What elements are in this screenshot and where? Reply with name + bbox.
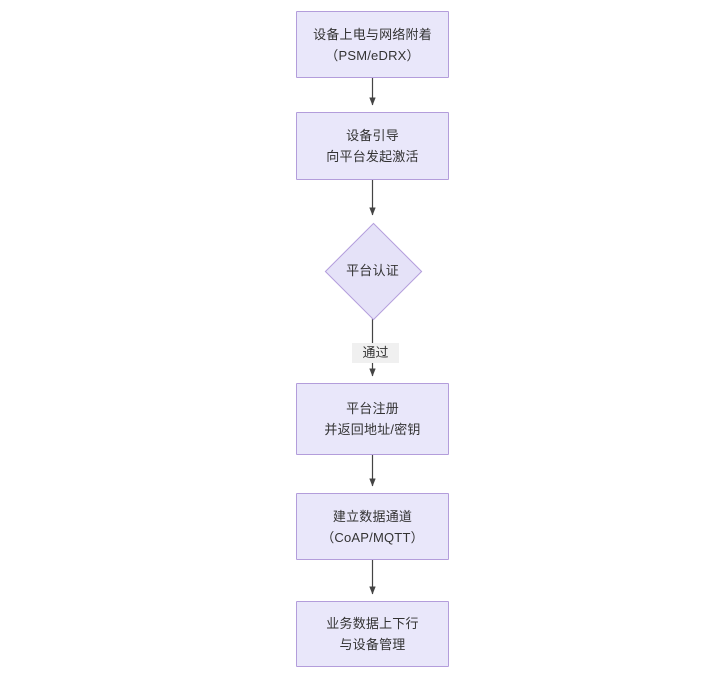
flow-node-label: 业务数据上下行 与设备管理 xyxy=(326,616,419,652)
flow-node-device-power-on[interactable]: 设备上电与网络附着 （PSM/eDRX） xyxy=(296,11,449,78)
flow-node-label: 平台注册 并返回地址/密钥 xyxy=(324,401,421,437)
flow-node-platform-register[interactable]: 平台注册 并返回地址/密钥 xyxy=(296,383,449,455)
flow-node-device-bootstrap[interactable]: 设备引导 向平台发起激活 xyxy=(296,112,449,180)
edge-label-pass: 通过 xyxy=(352,343,399,363)
flow-node-label: 设备上电与网络附着 （PSM/eDRX） xyxy=(313,26,432,63)
flow-node-label: 设备引导 向平台发起激活 xyxy=(326,128,419,164)
flow-node-label: 建立数据通道 （CoAP/MQTT） xyxy=(321,508,424,545)
flow-node-data-channel[interactable]: 建立数据通道 （CoAP/MQTT） xyxy=(296,493,449,560)
flow-node-label: 平台认证 xyxy=(346,262,399,278)
flow-node-platform-auth-decision[interactable]: 平台认证 xyxy=(324,222,423,320)
flow-node-business-data[interactable]: 业务数据上下行 与设备管理 xyxy=(296,601,449,667)
